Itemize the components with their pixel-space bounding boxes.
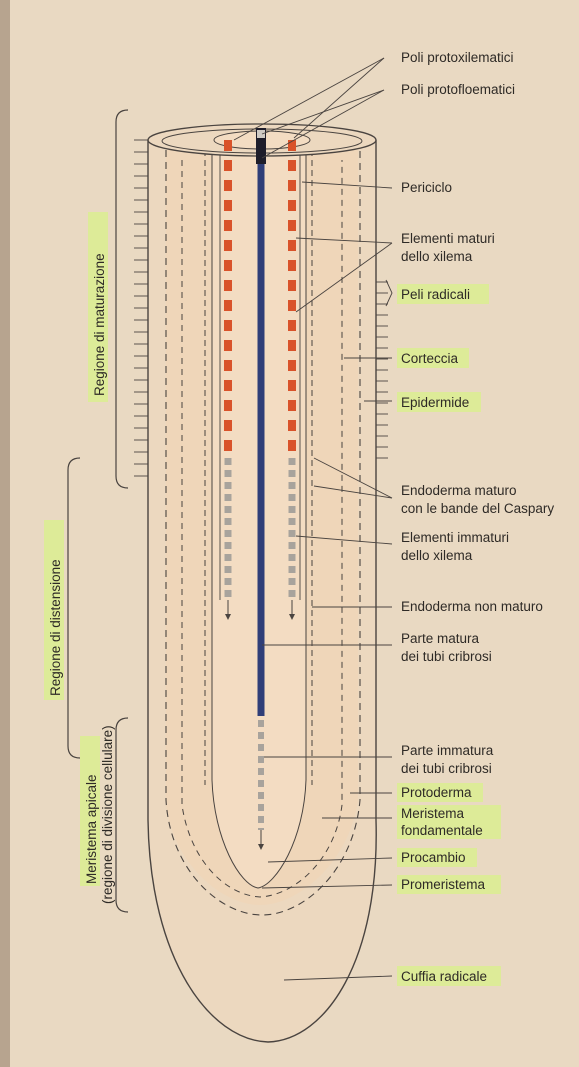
label-regione-maturazione: Regione di maturazione xyxy=(92,253,107,396)
label-poli-protoxilematici: Poli protoxilematici xyxy=(401,50,514,65)
label-poli-protofloematici: Poli protofloematici xyxy=(401,82,515,97)
root-hairs-right xyxy=(376,282,388,458)
label-procambio: Procambio xyxy=(401,850,466,865)
label-peli-radicali: Peli radicali xyxy=(401,287,470,302)
label-regione-divisione: (regione di divisione cellulare) xyxy=(100,725,115,904)
bracket-maturazione xyxy=(116,110,128,488)
label-meristema-fond-1: Meristema xyxy=(401,806,465,821)
label-meristema-fond-2: fondamentale xyxy=(401,823,483,838)
label-promeristema: Promeristema xyxy=(401,877,486,892)
label-parte-immatura-1: Parte immatura xyxy=(401,743,494,758)
bracket-distensione xyxy=(68,458,80,758)
label-endoderma-maturo-1: Endoderma maturo xyxy=(401,483,517,498)
label-elementi-maturi-2: dello xilema xyxy=(401,249,473,264)
label-elementi-maturi-1: Elementi maturi xyxy=(401,231,495,246)
label-parte-immatura-2: dei tubi cribrosi xyxy=(401,761,492,776)
label-elementi-immaturi-2: dello xilema xyxy=(401,548,473,563)
protophloem-pole-light xyxy=(257,130,265,138)
label-regione-distensione: Regione di distensione xyxy=(48,559,63,696)
label-endoderma-maturo-2: con le bande del Caspary xyxy=(401,501,554,516)
label-corteccia: Corteccia xyxy=(401,351,459,366)
label-epidermide: Epidermide xyxy=(401,395,469,410)
root-hairs-left xyxy=(134,140,148,476)
label-meristema-apicale: Meristema apicale xyxy=(84,774,99,884)
label-cuffia-radicale: Cuffia radicale xyxy=(401,969,487,984)
label-periciclo: Periciclo xyxy=(401,180,452,195)
label-protoderma: Protoderma xyxy=(401,785,472,800)
label-parte-matura-1: Parte matura xyxy=(401,631,480,646)
label-elementi-immaturi-1: Elementi immaturi xyxy=(401,530,509,545)
bracket-meristema xyxy=(116,718,128,912)
label-parte-matura-2: dei tubi cribrosi xyxy=(401,649,492,664)
label-endoderma-non-maturo: Endoderma non maturo xyxy=(401,599,543,614)
page-edge xyxy=(0,0,10,1067)
